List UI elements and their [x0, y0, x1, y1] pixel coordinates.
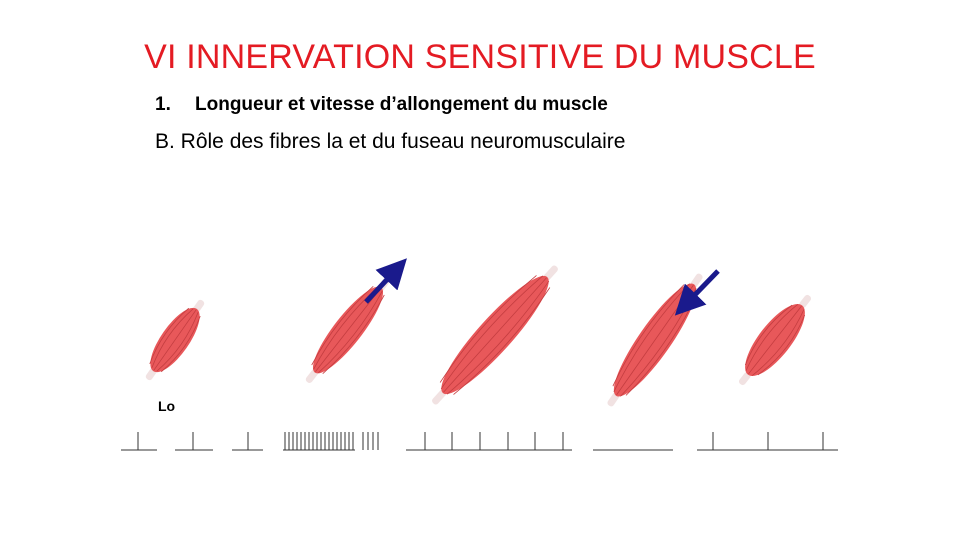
muscle-resting-2 — [738, 294, 812, 386]
discharge-trace-resting-2 — [697, 432, 838, 451]
length-label: Lo — [158, 398, 176, 414]
stretch-arrow-up — [364, 258, 407, 304]
subtitle-number: 1. — [155, 94, 171, 115]
subtitle-text: Longueur et vitesse d’allongement du mus… — [195, 94, 608, 115]
muscle-stretched — [432, 265, 558, 405]
section-heading: B. Rôle des fibres la et du fuseau neuro… — [155, 130, 626, 153]
slide-title: VI INNERVATION SENSITIVE DU MUSCLE — [144, 38, 816, 76]
muscle-resting-1 — [145, 299, 205, 381]
discharge-trace-stretching — [283, 432, 379, 451]
muscle-shortening — [607, 273, 703, 407]
discharge-trace-stretched — [406, 432, 572, 451]
muscle-stretching — [305, 277, 391, 383]
shorten-arrow-down — [674, 269, 720, 316]
discharge-trace-resting-1 — [121, 432, 263, 451]
subtitle: 1. Longueur et vitesse d’allongement du m… — [155, 94, 608, 116]
